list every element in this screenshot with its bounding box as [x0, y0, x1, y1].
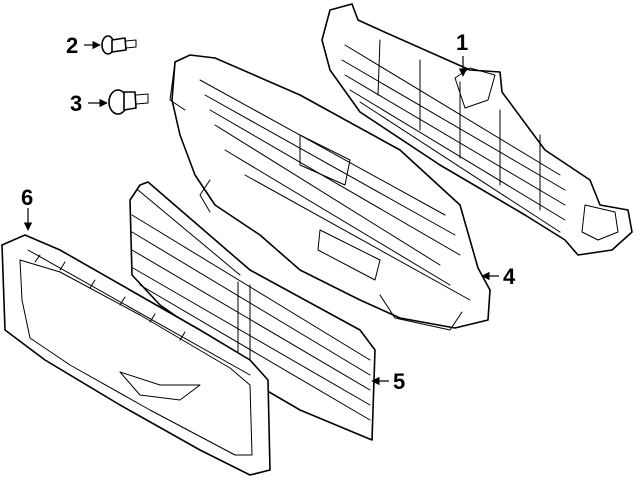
callout-1: 1	[456, 30, 468, 55]
part-2-screw	[101, 35, 137, 55]
callout-6: 6	[21, 185, 33, 210]
leader-lines	[23, 40, 499, 386]
part-1-shutter-frame	[321, 3, 633, 256]
part-6-grille-frame	[1, 234, 271, 476]
part-4-air-deflector	[169, 54, 491, 331]
callout-5: 5	[393, 369, 405, 394]
part-5-shutter-blades	[129, 181, 376, 441]
callout-3: 3	[70, 91, 82, 116]
part-3-bolt	[108, 89, 149, 115]
callout-4: 4	[503, 264, 516, 289]
callout-2: 2	[66, 33, 78, 58]
